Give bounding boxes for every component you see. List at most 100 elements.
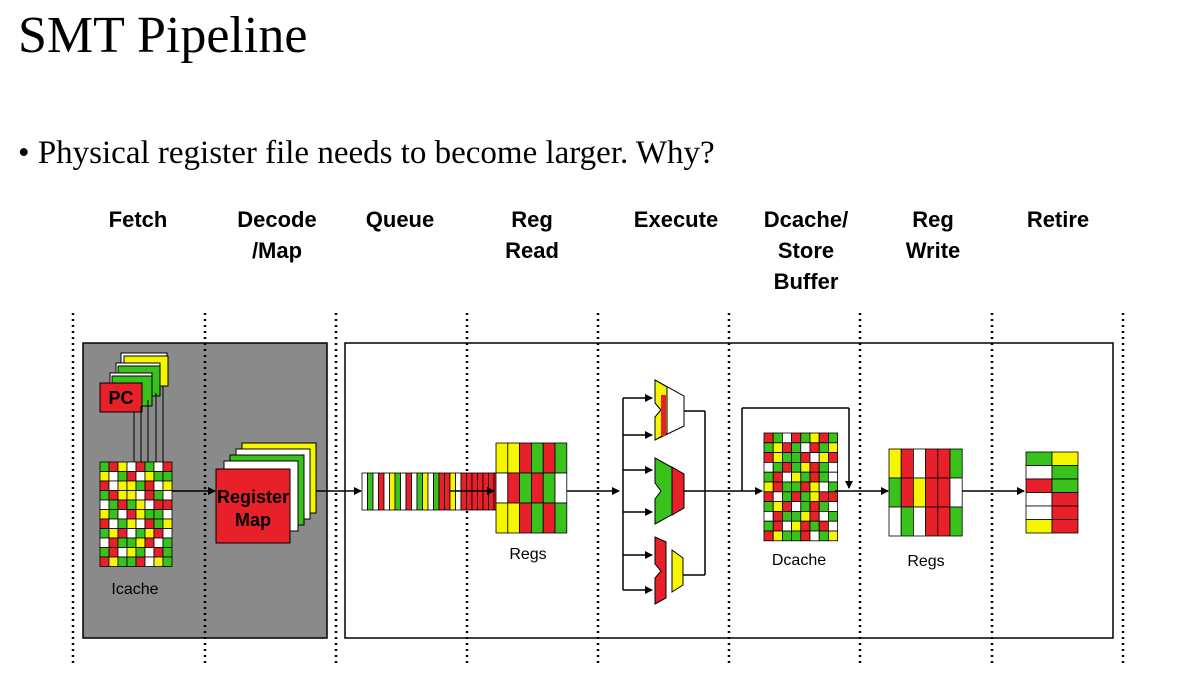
icache-cell bbox=[144, 537, 155, 548]
icache-cell bbox=[153, 490, 164, 501]
icache-cell bbox=[144, 509, 155, 520]
dcache-cell bbox=[818, 491, 829, 502]
queue-entry bbox=[361, 472, 368, 511]
dcache-cell bbox=[791, 520, 802, 532]
retire-entry bbox=[1025, 492, 1053, 507]
dcache-cell bbox=[782, 471, 793, 483]
icache-cell bbox=[108, 471, 119, 482]
dcache-cell bbox=[800, 471, 811, 483]
icache-cell bbox=[126, 518, 137, 529]
retire-entry bbox=[1025, 478, 1053, 493]
dcache-cell bbox=[782, 501, 793, 512]
queue-entry bbox=[433, 472, 440, 511]
register-map bbox=[215, 468, 291, 544]
icache-cell bbox=[153, 547, 164, 558]
queue-entry bbox=[444, 472, 451, 511]
reg-write-cell bbox=[888, 448, 902, 479]
retire-entry bbox=[1051, 519, 1079, 534]
icache-cell bbox=[126, 480, 137, 491]
reg-write-cell bbox=[888, 477, 902, 508]
icache-cell bbox=[144, 518, 155, 529]
reg-read-cell bbox=[519, 442, 532, 474]
dcache-cell bbox=[763, 471, 774, 483]
icache-cell bbox=[108, 528, 119, 539]
icache-cell bbox=[144, 556, 155, 567]
stage-retire: Retire bbox=[1026, 207, 1090, 232]
queue-entry bbox=[389, 472, 396, 511]
dcache-cell bbox=[772, 452, 783, 463]
dcache-cell bbox=[800, 461, 811, 473]
icache-cell bbox=[99, 537, 110, 548]
reg-write-cell bbox=[925, 477, 939, 508]
dcache-cell bbox=[772, 530, 783, 542]
dcache-cell bbox=[782, 442, 793, 453]
icache-cell bbox=[126, 537, 137, 548]
reg-write-cell bbox=[937, 506, 951, 537]
icache-cell bbox=[153, 537, 164, 548]
reg-write-cell bbox=[949, 477, 963, 508]
icache-cell bbox=[153, 471, 164, 482]
icache-cell bbox=[117, 471, 128, 482]
queue-entry bbox=[400, 472, 407, 511]
dcache-cell bbox=[809, 491, 820, 502]
dcache-cell bbox=[800, 520, 811, 532]
icache-cell bbox=[108, 490, 119, 501]
icache-cell bbox=[99, 547, 110, 558]
dcache-cell bbox=[782, 520, 793, 532]
icache-cell bbox=[153, 509, 164, 520]
icache-cell bbox=[144, 499, 155, 510]
icache-cell bbox=[117, 480, 128, 491]
dcache-cell bbox=[809, 481, 820, 493]
icache-cell bbox=[126, 499, 137, 510]
dcache-cell bbox=[763, 461, 774, 473]
dcache-cell bbox=[763, 442, 774, 453]
queue-entry bbox=[416, 472, 423, 511]
dcache-cell bbox=[828, 501, 839, 512]
dcache-cell bbox=[782, 452, 793, 463]
dcache-cell bbox=[818, 442, 829, 453]
icache-cell bbox=[99, 461, 110, 472]
reg-read-cell bbox=[519, 502, 532, 534]
dcache-cell bbox=[818, 461, 829, 473]
dcache-cell bbox=[809, 530, 820, 542]
stage-fetch: Fetch bbox=[108, 207, 168, 232]
dcache-cell bbox=[791, 452, 802, 463]
icache-cell bbox=[117, 518, 128, 529]
icache-cell bbox=[108, 537, 119, 548]
dcache-cell bbox=[809, 510, 820, 522]
icache-cell bbox=[108, 556, 119, 567]
dcache-cell bbox=[800, 452, 811, 463]
bullet-marker: • bbox=[18, 135, 30, 171]
retire-buffer bbox=[1025, 451, 1079, 534]
icache-cell bbox=[117, 509, 128, 520]
dcache-cell bbox=[791, 432, 802, 444]
icache-cell bbox=[135, 518, 146, 529]
icache-cell bbox=[153, 499, 164, 510]
dcache-cell bbox=[772, 461, 783, 473]
slide-title: SMT Pipeline bbox=[18, 7, 308, 64]
dcache-cell bbox=[763, 501, 774, 512]
reg-write-cell bbox=[925, 506, 939, 537]
dcache-cell bbox=[800, 442, 811, 453]
dcache-cell bbox=[763, 520, 774, 532]
dcache-cell bbox=[763, 530, 774, 542]
reg-read-cell bbox=[554, 472, 568, 504]
dcache-cell bbox=[818, 501, 829, 512]
dcache-cell bbox=[800, 432, 811, 444]
dcache-cell bbox=[800, 501, 811, 512]
dcache-cell bbox=[809, 501, 820, 512]
queue-entry bbox=[405, 472, 412, 511]
reg-write-cell bbox=[913, 477, 927, 508]
regs-write-label: Regs bbox=[907, 553, 944, 570]
dcache-cell bbox=[818, 452, 829, 463]
icache-cell bbox=[99, 509, 110, 520]
icache-cell bbox=[153, 461, 164, 472]
dcache-cell bbox=[809, 442, 820, 453]
dcache-cell bbox=[791, 481, 802, 493]
retire-entry bbox=[1025, 451, 1053, 466]
dcache-cell bbox=[772, 481, 783, 493]
queue-entry bbox=[411, 472, 418, 511]
register-map-stack bbox=[215, 442, 317, 544]
retire-entry bbox=[1025, 519, 1053, 534]
icache-cell bbox=[135, 461, 146, 472]
